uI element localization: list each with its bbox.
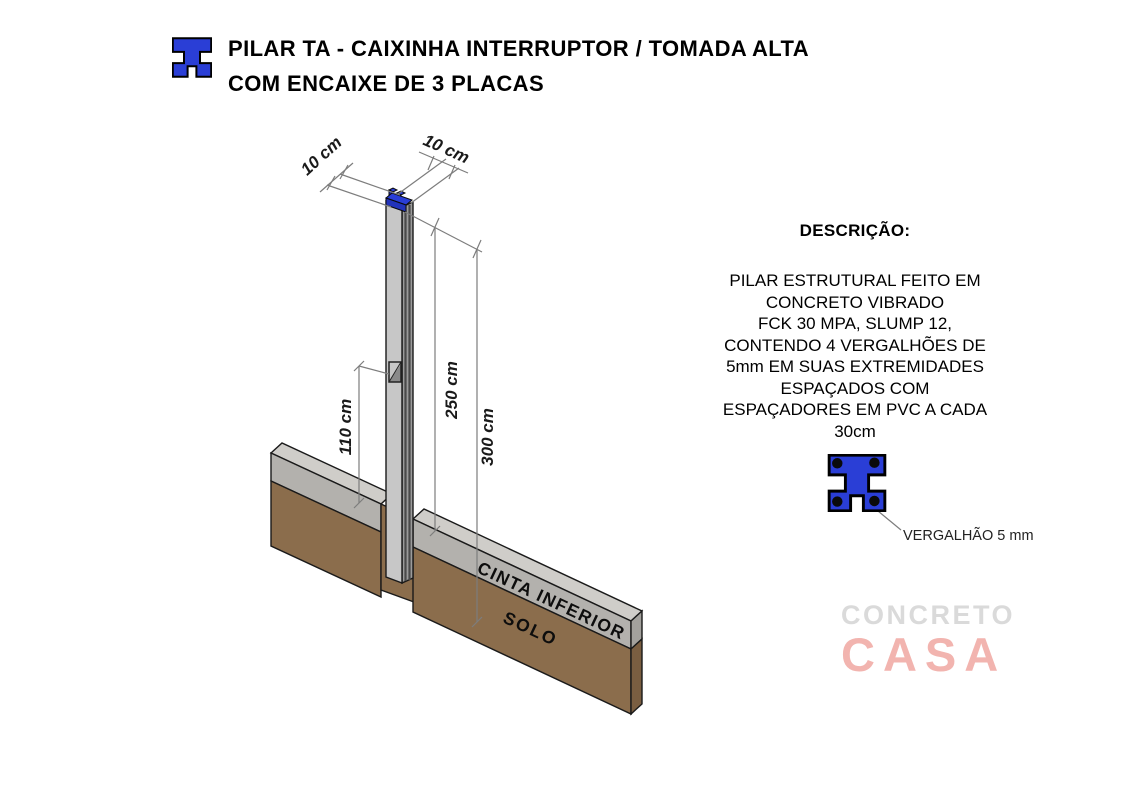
- dim-250cm: 250 cm: [442, 361, 461, 420]
- dimension-lines: [319, 151, 483, 628]
- dim-10cm-right: 10 cm: [420, 130, 472, 167]
- dim-110cm: 110 cm: [336, 399, 355, 455]
- rebar-dot: [832, 458, 843, 469]
- description-line: 5mm EM SUAS EXTREMIDADES: [726, 357, 984, 376]
- rebar-dot: [832, 496, 843, 507]
- description-heading: DESCRIÇÃO:: [799, 221, 911, 240]
- page-title-line2: COM ENCAIXE DE 3 PLACAS: [228, 71, 545, 96]
- rebar-leader-line: [877, 510, 902, 531]
- pillar-section-icon-shape: [172, 37, 212, 78]
- description-line: CONCRETO VIBRADO: [765, 292, 945, 312]
- watermark-concreto: CONCRETO: [841, 600, 1016, 630]
- description-line: 30cm: [834, 421, 876, 441]
- rebar-dot: [869, 495, 880, 507]
- rebar-section-icon: [827, 454, 887, 512]
- description-block: DESCRIÇÃO: PILAR ESTRUTURAL FEITO EM CON…: [685, 221, 1025, 442]
- company-watermark: CONCRETO CASA: [841, 600, 1016, 681]
- description-line: ESPAÇADOS COM: [780, 378, 930, 398]
- rebar-section-shape: [827, 454, 887, 512]
- description-line: PILAR ESTRUTURAL FEITO EM: [729, 271, 981, 290]
- pillar-section-icon: [172, 37, 212, 78]
- left-beam: [269, 442, 394, 599]
- rebar-dot: [869, 457, 880, 468]
- rebar-callout-label: VERGALHÃO 5 mm: [903, 527, 1034, 544]
- switch-box: [388, 361, 402, 383]
- dim-10cm-left: 10 cm: [297, 133, 346, 179]
- dim-300cm: 300 cm: [478, 408, 497, 466]
- pillar: [385, 199, 414, 585]
- description-line: FCK 30 MPA, SLUMP 12,: [758, 314, 952, 333]
- description-line: ESPAÇADORES EM PVC A CADA: [722, 400, 988, 419]
- right-beam: [411, 508, 644, 716]
- watermark-casa: CASA: [841, 628, 1007, 681]
- page-title-line1: PILAR TA - CAIXINHA INTERRUPTOR / TOMADA…: [228, 36, 810, 61]
- page-title: PILAR TA - CAIXINHA INTERRUPTOR / TOMADA…: [228, 31, 809, 101]
- description-line: CONTENDO 4 VERGALHÕES DE: [724, 335, 986, 355]
